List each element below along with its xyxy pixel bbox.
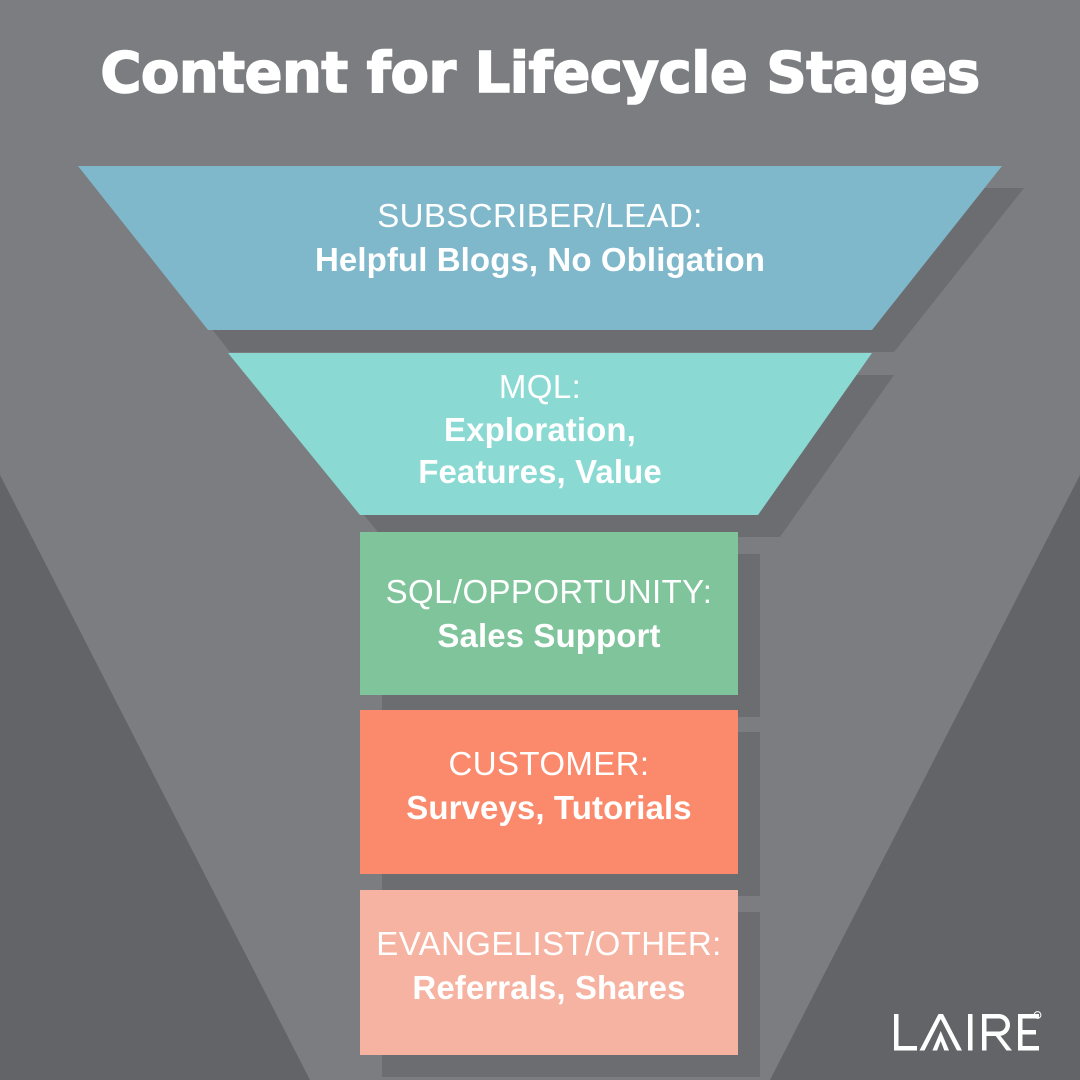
stage-mql-text: MQL: Exploration, Features, Value bbox=[240, 365, 840, 493]
background-wing-left bbox=[0, 475, 310, 1080]
stage-1-heading: SUBSCRIBER/LEAD: bbox=[377, 197, 703, 234]
laire-logo: R bbox=[892, 1010, 1042, 1056]
stage-3-shape[interactable] bbox=[360, 532, 738, 695]
stage-4-heading: CUSTOMER: bbox=[448, 745, 650, 782]
stage-2-detail-line-1: Exploration, bbox=[444, 410, 636, 448]
background-wing-right bbox=[770, 475, 1080, 1080]
svg-text:R: R bbox=[1036, 1013, 1040, 1018]
stage-2-heading: MQL: bbox=[498, 368, 582, 405]
stage-customer-text: CUSTOMER: Surveys, Tutorials bbox=[360, 742, 738, 829]
stage-2-shape[interactable] bbox=[228, 353, 872, 515]
stage-4-detail-line-1: Surveys, Tutorials bbox=[406, 788, 692, 826]
stage-3-detail-line-1: Sales Support bbox=[437, 616, 661, 654]
stage-3-heading: SQL/OPPORTUNITY: bbox=[385, 573, 713, 610]
stage-1-shape[interactable] bbox=[78, 166, 1002, 330]
stage-4-shape[interactable] bbox=[360, 710, 738, 874]
laire-wordmark-icon: R bbox=[894, 1011, 1042, 1051]
stage-2-detail-line-2: Features, Value bbox=[418, 452, 662, 490]
stage-5-detail-line-1: Referrals, Shares bbox=[412, 968, 686, 1006]
stage-subscriber-lead-text: SUBSCRIBER/LEAD: Helpful Blogs, No Oblig… bbox=[140, 194, 940, 281]
stage-sql-opportunity-text: SQL/OPPORTUNITY: Sales Support bbox=[360, 570, 738, 657]
page-title: Content for Lifecycle Stages bbox=[100, 40, 981, 106]
stage-5-shape[interactable] bbox=[360, 890, 738, 1055]
stage-5-heading: EVANGELIST/OTHER: bbox=[376, 925, 722, 962]
stage-1-detail-line-1: Helpful Blogs, No Obligation bbox=[314, 240, 766, 278]
stage-evangelist-other-text: EVANGELIST/OTHER: Referrals, Shares bbox=[360, 922, 738, 1009]
